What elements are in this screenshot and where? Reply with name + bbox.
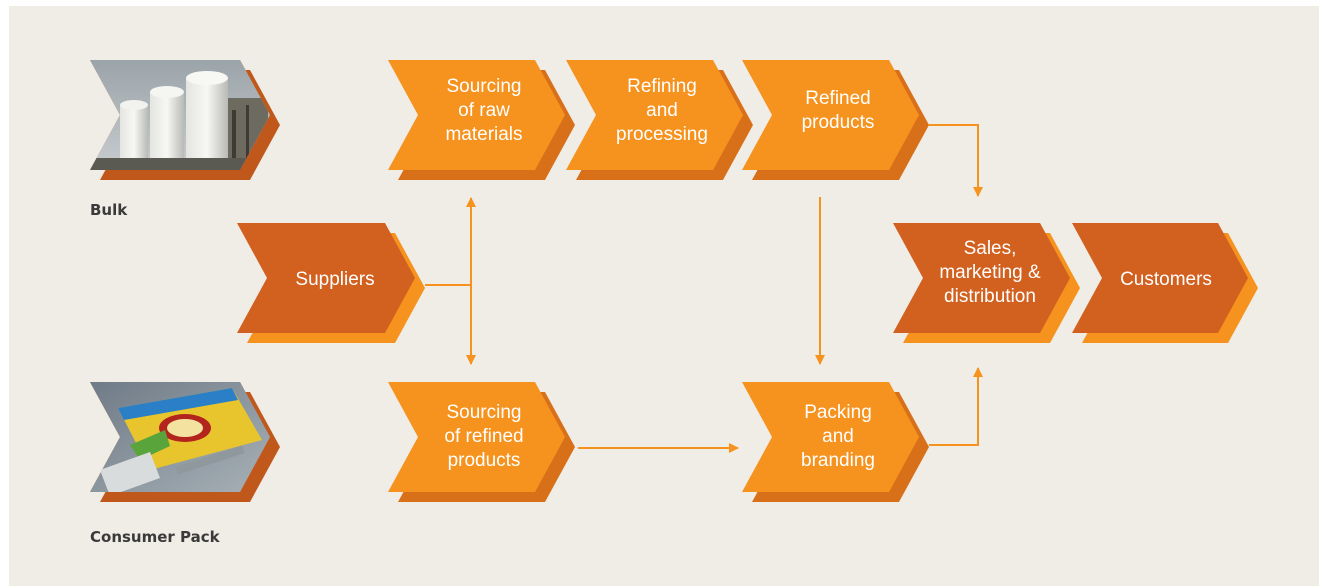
packing-line-3: branding — [801, 450, 875, 471]
chevron-packing: Packing and branding — [742, 382, 929, 502]
refined-products-line-1: Refined — [805, 88, 871, 109]
sourcing-refined-line-3: products — [448, 450, 521, 471]
sourcing-raw-line-1: Sourcing — [447, 76, 522, 97]
margarine-tub-image — [90, 382, 270, 492]
sales-line-3: distribution — [944, 286, 1036, 307]
packing-line-2: and — [822, 426, 854, 447]
bulk-label: Bulk — [90, 201, 128, 219]
suppliers-line-1: Suppliers — [295, 269, 374, 290]
consumer-pack-label: Consumer Pack — [90, 528, 221, 546]
customers-line-1: Customers — [1120, 269, 1212, 290]
arrow-refined-to-sales — [929, 124, 983, 197]
chevron-sales: Sales, marketing & distribution — [893, 223, 1080, 343]
arrow-packing-to-sales — [929, 367, 983, 446]
refining-line-3: processing — [616, 124, 708, 145]
sourcing-raw-line-3: materials — [445, 124, 522, 145]
refined-products-line-2: products — [802, 112, 875, 133]
chevron-refined-products: Refined products — [742, 60, 929, 180]
sourcing-raw-line-2: of raw — [458, 100, 510, 121]
chevron-suppliers: Suppliers — [237, 223, 425, 343]
chevron-sourcing-refined: Sourcing of refined products — [388, 382, 575, 502]
sales-line-2: marketing & — [939, 262, 1041, 283]
sourcing-refined-line-1: Sourcing — [447, 402, 522, 423]
chevron-sourcing-raw: Sourcing of raw materials — [388, 60, 575, 180]
connectors — [425, 124, 983, 453]
sourcing-refined-line-2: of refined — [444, 426, 523, 447]
refining-line-1: Refining — [627, 76, 697, 97]
chevron-refining: Refining and processing — [566, 60, 753, 180]
refining-line-2: and — [646, 100, 678, 121]
bulk-photo-chevron — [90, 60, 280, 180]
consumer-photo-chevron — [90, 382, 280, 502]
packing-line-1: Packing — [804, 402, 872, 423]
sales-line-1: Sales, — [964, 238, 1017, 259]
chevron-customers: Customers — [1072, 223, 1258, 343]
